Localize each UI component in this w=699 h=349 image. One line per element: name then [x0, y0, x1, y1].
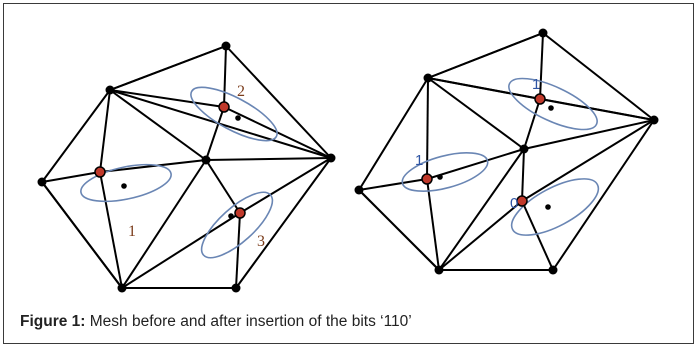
vertex [326, 153, 336, 163]
data-dot [228, 213, 234, 219]
vertex [221, 41, 231, 51]
caption-text: Mesh before and after insertion of the b… [85, 313, 412, 330]
data-dot [121, 183, 127, 189]
vertex [231, 283, 241, 293]
right-ellipses [401, 77, 600, 236]
marked-vertex [234, 207, 246, 219]
right-label-bottom: 0 [510, 195, 518, 212]
ellipse-left [80, 163, 172, 203]
marked-vertex [94, 166, 106, 178]
left-marked-vertices [94, 101, 246, 219]
vertex [354, 185, 364, 195]
left-label-3: 3 [257, 233, 265, 250]
vertex [117, 283, 127, 293]
vertex [649, 115, 659, 125]
marked-vertex [421, 173, 433, 185]
data-dot [437, 174, 443, 180]
right-label-left: 1 [415, 152, 423, 169]
vertex [519, 144, 529, 154]
ellipse-top [508, 77, 598, 131]
marked-vertex [218, 101, 230, 113]
vertex [548, 265, 558, 275]
marked-vertex [534, 93, 546, 105]
ellipse-left [401, 152, 489, 192]
left-ellipses [80, 86, 278, 259]
mesh-figure: 2 1 3 [37, 28, 659, 293]
left-mesh [41, 45, 332, 289]
vertex [434, 265, 444, 275]
caption-label: Figure 1: [20, 313, 86, 330]
vertex [105, 85, 115, 95]
right-label-top: 1 [532, 76, 540, 93]
ellipse-right [510, 178, 600, 236]
ellipse-right [200, 191, 274, 259]
data-dot [548, 105, 554, 111]
marked-vertex [516, 195, 528, 207]
data-dot [235, 115, 241, 121]
left-vertices [37, 41, 336, 293]
right-vertices [354, 28, 659, 275]
left-label-1: 1 [128, 223, 136, 240]
left-label-2: 2 [237, 83, 245, 100]
vertex [37, 177, 47, 187]
vertex [423, 73, 433, 83]
vertex [538, 28, 548, 38]
right-marked-vertices [421, 93, 546, 207]
data-dot [545, 204, 551, 210]
vertex [201, 155, 211, 165]
right-mesh [358, 32, 655, 271]
left-mesh-boundary [41, 45, 332, 289]
figure-caption: Figure 1: Mesh before and after insertio… [20, 313, 412, 331]
ellipse-top [190, 86, 278, 142]
